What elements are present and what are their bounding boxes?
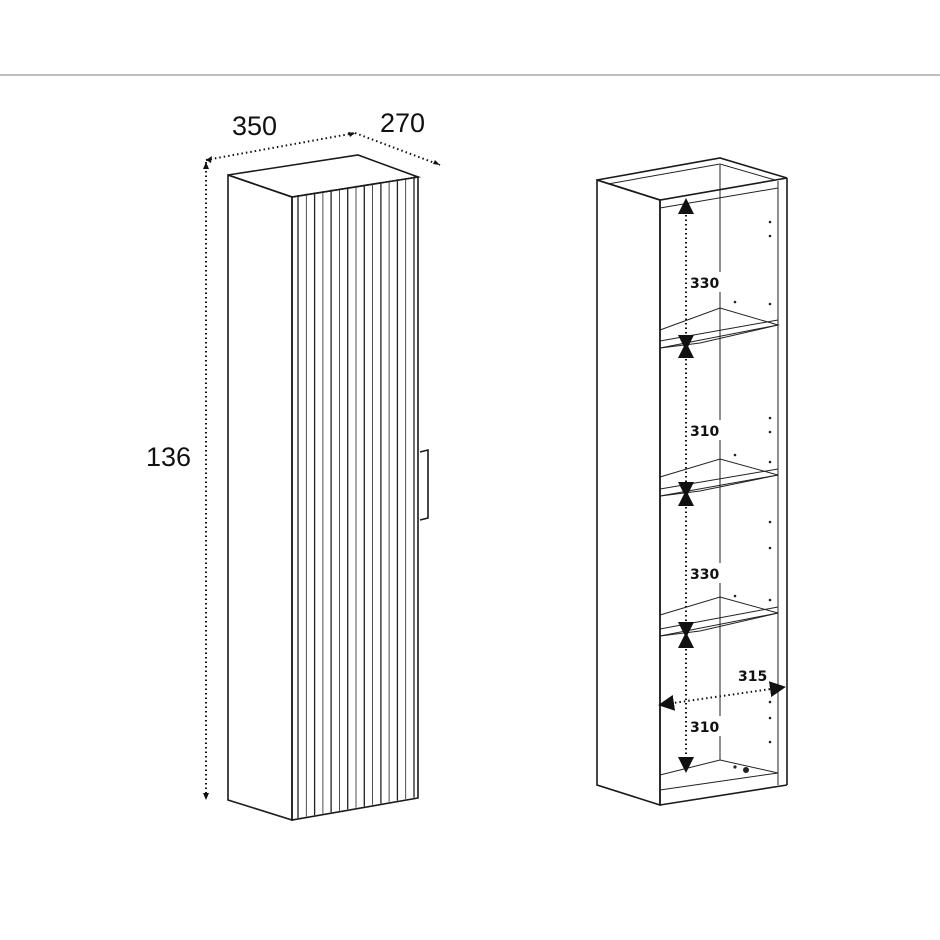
shelf-3 — [659, 596, 779, 637]
shelf-dimensions — [658, 198, 786, 773]
open-cabinet — [596, 157, 788, 807]
height-label: 136 — [146, 442, 191, 472]
door-handle — [419, 448, 429, 521]
shelf-height-3: 330 — [690, 567, 719, 583]
door-flutes — [297, 176, 415, 818]
shelf-height-4: 310 — [690, 720, 719, 736]
closed-cabinet — [227, 154, 429, 822]
shelf-height-1: 330 — [690, 276, 719, 292]
shelf-1 — [659, 307, 780, 349]
shelf-height-2: 310 — [690, 424, 719, 440]
inner-width-label: 315 — [738, 669, 767, 685]
depth-label: 270 — [380, 108, 425, 138]
shelf-2 — [659, 458, 779, 497]
width-label: 350 — [232, 111, 277, 141]
closed-dimensions — [203, 132, 441, 800]
